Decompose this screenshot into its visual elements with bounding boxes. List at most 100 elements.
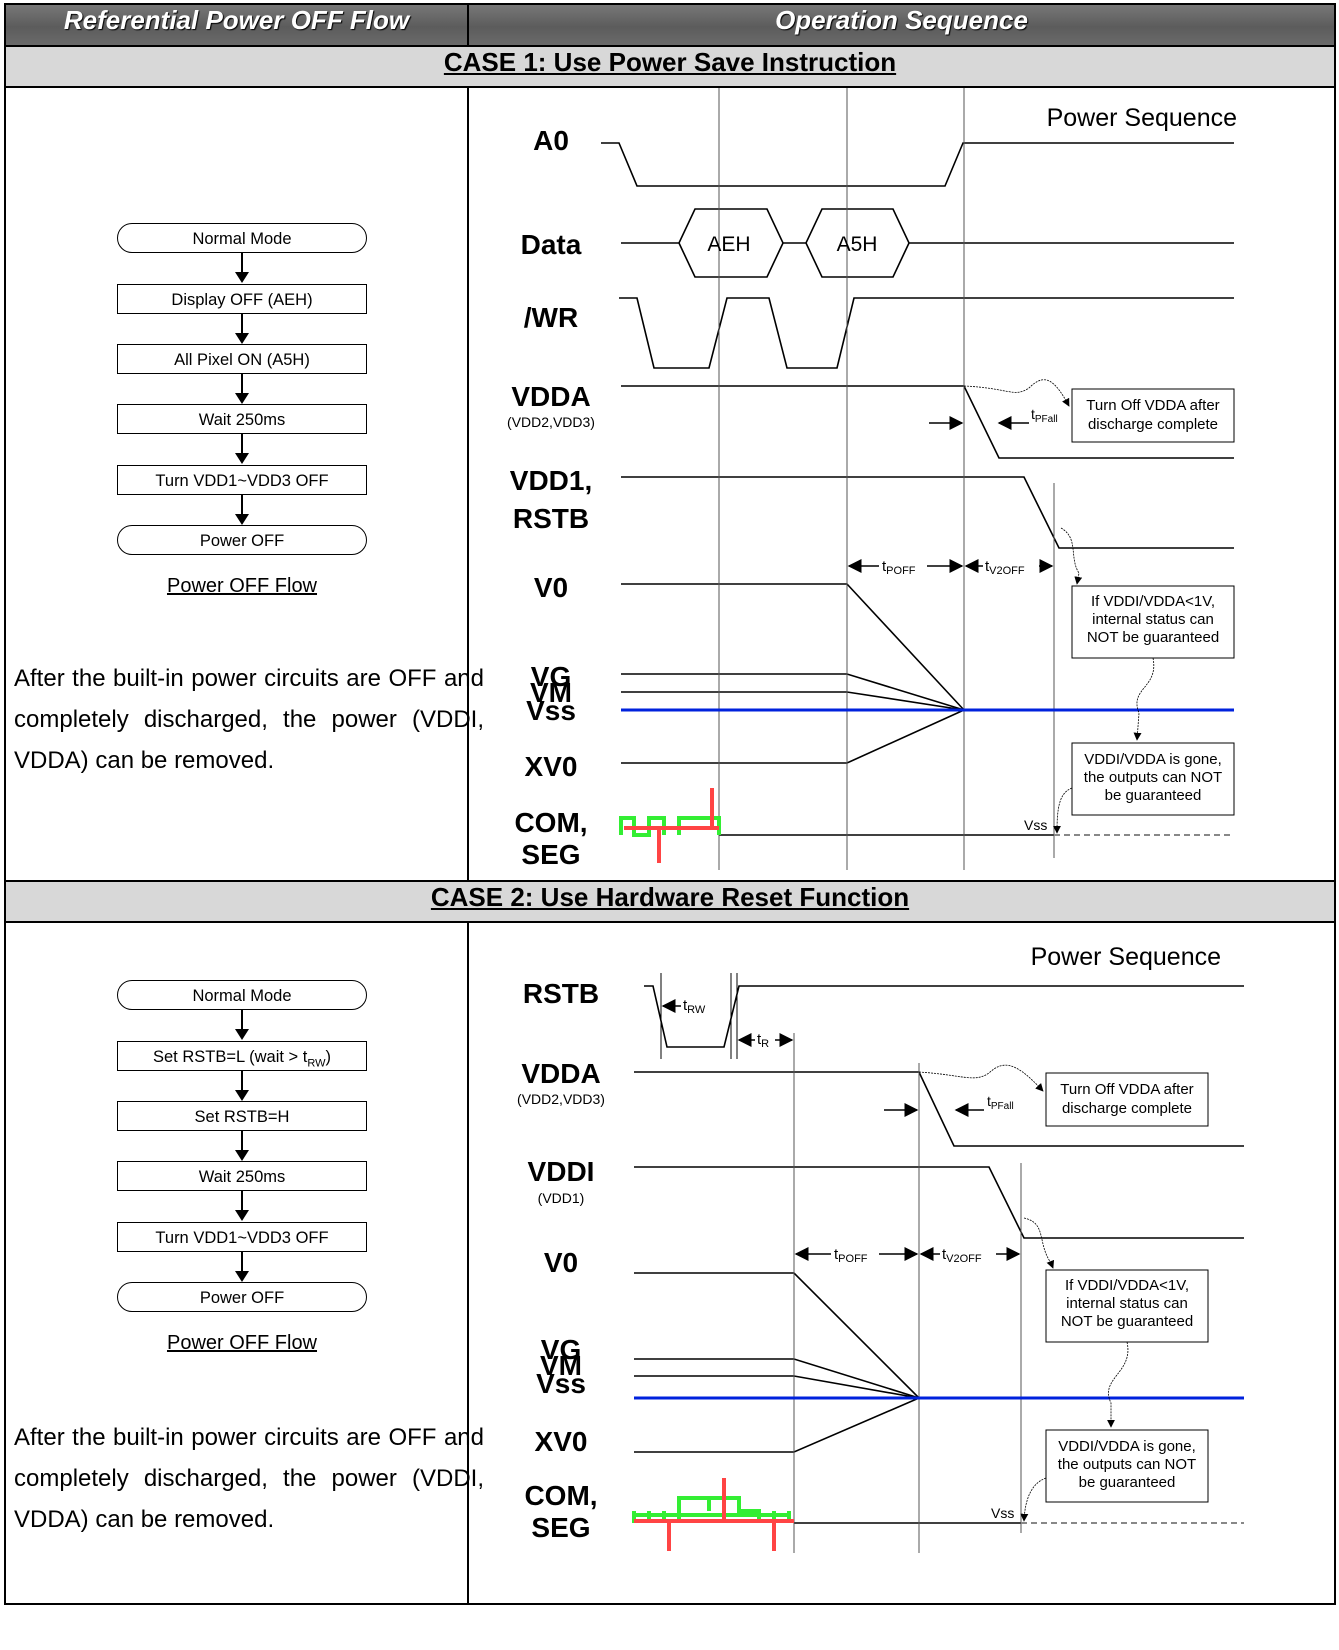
callout-leader-1 bbox=[918, 1064, 1044, 1092]
case2-row: Normal Mode Set RSTB=L (wait > tRW) Set … bbox=[4, 921, 1336, 1605]
flow-step-power-off: Power OFF bbox=[117, 525, 367, 555]
case2-note: After the built-in power circuits are OF… bbox=[14, 1424, 484, 1533]
tv2off-label-bg bbox=[983, 556, 1039, 576]
com-green-pulses bbox=[632, 1496, 791, 1523]
header-right: Operation Sequence bbox=[467, 3, 1336, 47]
flow-step-normal-mode: Normal Mode bbox=[117, 980, 367, 1010]
flow-step-turn-off: Turn VDD1~VDD3 OFF bbox=[117, 465, 367, 495]
flow-arrow bbox=[235, 495, 249, 525]
signal-com: COM, bbox=[514, 807, 587, 838]
signal-vg: VG bbox=[541, 1334, 581, 1365]
flow-step-wait: Wait 250ms bbox=[117, 404, 367, 434]
callout-internal-status bbox=[1071, 585, 1235, 659]
v0-waveform bbox=[634, 1272, 920, 1399]
flow-arrow bbox=[235, 1191, 249, 1221]
signal-data: Data bbox=[521, 229, 582, 260]
callout-leader-4 bbox=[1020, 1477, 1047, 1522]
callout-gone-line1: VDDI/VDDA is gone, bbox=[1084, 751, 1222, 768]
signal-v0: V0 bbox=[534, 572, 568, 603]
tpfall-label: tPFall bbox=[1031, 406, 1058, 425]
case2-flow-cell: Normal Mode Set RSTB=L (wait > tRW) Set … bbox=[4, 921, 484, 1605]
flow-arrow bbox=[235, 1252, 249, 1282]
flow-step-set-rstb-low: Set RSTB=L (wait > tRW) bbox=[117, 1041, 367, 1071]
callout-gone-line1: VDDI/VDDA is gone, bbox=[1058, 1438, 1196, 1455]
trw-label: tRW bbox=[683, 997, 706, 1016]
callout-turn-off-line1: Turn Off VDDA after bbox=[1086, 397, 1219, 414]
signal-vddi: VDDI bbox=[528, 1156, 595, 1187]
flow-caption: Power OFF Flow bbox=[166, 575, 318, 597]
flow-step-wait: Wait 250ms bbox=[117, 1161, 367, 1191]
tr-label-bg bbox=[755, 1030, 775, 1048]
callout-outputs-gone bbox=[1045, 1429, 1209, 1503]
signal-a0: A0 bbox=[533, 125, 569, 156]
com-seg-red bbox=[634, 1478, 794, 1551]
tpfall-label: tPFall bbox=[987, 1093, 1014, 1112]
callout-leader-3 bbox=[1133, 657, 1155, 741]
callout-gone-line3: be guaranteed bbox=[1079, 1474, 1176, 1491]
tpoff-label-bg bbox=[831, 1244, 879, 1264]
flow-step-set-rstb-high: Set RSTB=H bbox=[117, 1101, 367, 1131]
timing-markers bbox=[718, 88, 1055, 870]
flow-step-display-off: Display OFF (AEH) bbox=[117, 284, 367, 314]
case1-waveforms bbox=[601, 88, 1234, 870]
callout-outputs-gone bbox=[1071, 742, 1235, 816]
callout-leader-3 bbox=[1107, 1341, 1129, 1428]
flow-arrow bbox=[235, 253, 249, 283]
callout-internal-status bbox=[1045, 1269, 1209, 1343]
callout-status-line3: NOT be guaranteed bbox=[1061, 1313, 1193, 1330]
signal-vdd1: VDD1, bbox=[510, 465, 592, 496]
rstb-markers bbox=[660, 973, 738, 1059]
signal-xv0: XV0 bbox=[535, 1426, 588, 1457]
callout-status-line3: NOT be guaranteed bbox=[1087, 629, 1219, 646]
case1-note: After the built-in power circuits are OF… bbox=[14, 665, 484, 774]
flow-arrow bbox=[235, 434, 249, 464]
v0-waveform bbox=[621, 583, 965, 711]
case1-row: Normal Mode Display OFF (AEH) All Pixel … bbox=[4, 86, 1336, 882]
vg-waveform bbox=[634, 1358, 920, 1399]
tpoff-label-bg bbox=[879, 556, 927, 576]
case1-title: CASE 1: Use Power Save Instruction bbox=[443, 47, 897, 77]
signal-wr: /WR bbox=[524, 302, 578, 333]
vm-waveform bbox=[634, 1375, 920, 1399]
case1-diagram-cell: Power Sequence A0 Data /WR VDDA (VDD2,VD… bbox=[467, 86, 1336, 882]
case1-timing-diagram: Power Sequence A0 Data /WR VDDA (VDD2,VD… bbox=[507, 88, 1237, 870]
callout-leader-1 bbox=[963, 379, 1070, 407]
data-label-a5h: A5H bbox=[837, 233, 878, 256]
callout-status-line2: internal status can bbox=[1092, 611, 1214, 628]
signal-seg: SEG bbox=[531, 1512, 590, 1543]
case2-title: CASE 2: Use Hardware Reset Function bbox=[430, 882, 910, 912]
vdda-waveform bbox=[634, 1071, 1244, 1147]
signal-vdda-sub: (VDD2,VDD3) bbox=[517, 1091, 605, 1107]
table-header-row: Referential Power OFF Flow Operation Seq… bbox=[4, 3, 1336, 47]
com-seg-red bbox=[624, 788, 719, 863]
callout-turn-off-vdda bbox=[1045, 1072, 1209, 1127]
case1-flow-cell: Normal Mode Display OFF (AEH) All Pixel … bbox=[4, 86, 484, 882]
callout-turn-off-line1: Turn Off VDDA after bbox=[1060, 1081, 1193, 1098]
case2-title-row: CASE 2: Use Hardware Reset Function bbox=[4, 880, 1336, 923]
case2-timing-diagram: Power Sequence RSTB VDDA (VDD2,VDD3) VDD… bbox=[517, 943, 1244, 1553]
signal-vm: VM bbox=[530, 677, 572, 708]
diagram-title: Power Sequence bbox=[1047, 104, 1237, 132]
vdd1-waveform bbox=[621, 476, 1234, 549]
com-red-pulses bbox=[634, 1478, 794, 1551]
signal-vm: VM bbox=[540, 1350, 582, 1381]
callout-leader-4 bbox=[1053, 787, 1073, 834]
callout-status-line1: If VDDI/VDDA<1V, bbox=[1091, 593, 1215, 610]
case1-title-row: CASE 1: Use Power Save Instruction bbox=[4, 45, 1336, 88]
callout-gone-line2: the outputs can NOT bbox=[1058, 1456, 1196, 1473]
a0-waveform bbox=[601, 142, 1234, 187]
case2-waveforms bbox=[634, 973, 1244, 1553]
callout-turn-off-line2: discharge complete bbox=[1062, 1100, 1192, 1117]
com-seg-green bbox=[632, 1496, 791, 1523]
flow-arrow bbox=[235, 1131, 249, 1161]
header-left: Referential Power OFF Flow bbox=[4, 3, 469, 47]
flow-arrow bbox=[235, 1010, 249, 1040]
signal-vss: Vss bbox=[526, 695, 576, 726]
signal-rstb: RSTB bbox=[513, 503, 589, 534]
signal-vdda: VDDA bbox=[511, 381, 590, 412]
vss-label: Vss bbox=[1024, 817, 1047, 833]
flow-arrow bbox=[235, 314, 249, 344]
timing-markers bbox=[793, 1033, 1022, 1553]
tr-label: tR bbox=[757, 1031, 769, 1050]
vddi-waveform bbox=[634, 1166, 1244, 1239]
